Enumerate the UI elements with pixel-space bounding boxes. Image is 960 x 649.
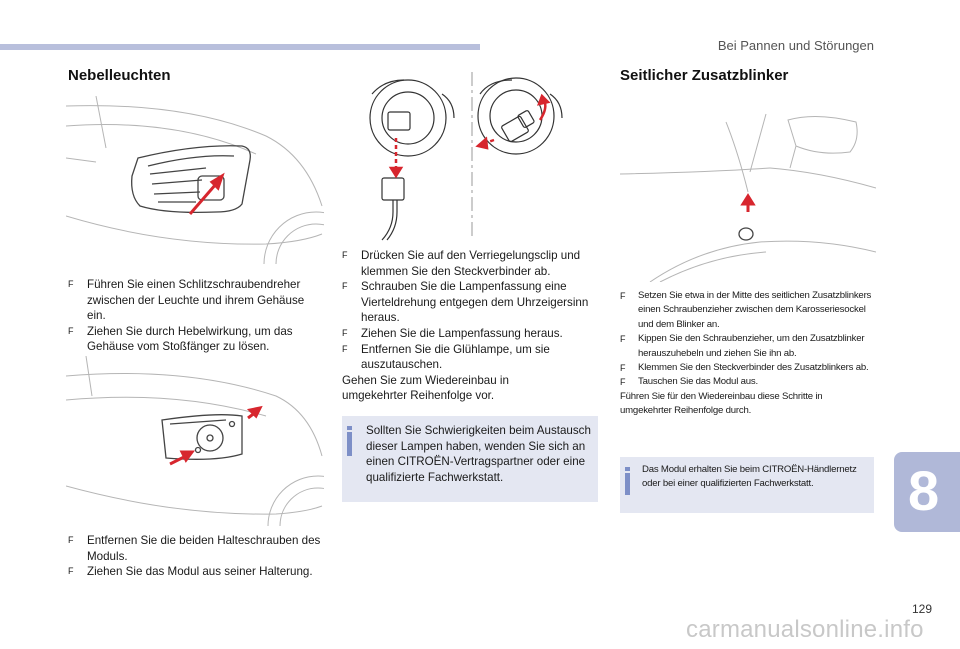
info-box-dealer: Sollten Sie Schwierigkeiten beim Austaus… [342,416,598,502]
step-text: Führen Sie einen Schlitzschraubendreher … [87,278,305,323]
heading-fog-lights: Nebelleuchten [68,67,171,84]
bullet-marker: F [620,291,626,301]
bullet-marker: F [620,363,626,374]
step-text: Kippen Sie den Schraubenzieher, um den Z… [638,333,865,359]
fog-light-module-screws-illustration [66,356,324,526]
reassembly-note: Führen Sie für den Wiedereinbau diese Sc… [620,390,823,417]
bullet-marker: F [68,325,74,336]
bullet-marker: F [342,281,348,292]
bullet-marker: F [68,566,74,577]
bullet-marker: F [342,327,348,338]
header-accent-bar [0,44,480,50]
step-text: Entfernen Sie die Glühlampe, um sie ausz… [361,342,550,372]
list-item: F Ziehen Sie durch Hebelwirkung, um das G… [68,324,320,355]
side-indicator-illustration [620,112,876,282]
list-item: F Führen Sie einen Schlitzschraubendreher… [68,277,320,324]
list-item: F Klemmen Sie den Steckverbinder des Zusa… [620,361,876,375]
heading-side-indicator: Seitlicher Zusatzblinker [620,67,789,84]
info-text: Sollten Sie Schwierigkeiten beim Austaus… [366,424,591,484]
step-text: Tauschen Sie das Modul aus. [638,376,758,388]
step-text: Entfernen Sie die beiden Halteschrauben … [87,534,321,563]
fog-lamp-socket-illustration [344,72,574,242]
step-text: Setzen Sie etwa in der Mitte des seitlic… [638,290,872,330]
list-item: F Schrauben Sie die Lampenfassung eine Vi… [342,279,596,326]
list-item: F Entfernen Sie die beiden Halteschrauben… [68,533,322,564]
steps-module-removal: F Entfernen Sie die beiden Halteschrauben… [68,533,322,580]
info-icon [625,467,630,495]
list-item: F Kippen Sie den Schraubenzieher, um den … [620,332,876,361]
bullet-marker: F [68,279,74,289]
list-item: F Ziehen Sie die Lampenfassung heraus. [342,326,596,342]
step-text: Ziehen Sie die Lampenfassung heraus. [361,326,563,340]
steps-fog-light-removal: F Führen Sie einen Schlitzschraubendreher… [68,277,320,355]
watermark: carmanualsonline.info [686,616,924,643]
bullet-marker: F [620,334,626,345]
list-item: F Drücken Sie auf den Verriegelungsclip u… [342,248,596,279]
step-text: Ziehen Sie durch Hebelwirkung, um das Ge… [87,324,293,354]
list-item: F Tauschen Sie das Modul aus. [620,375,876,389]
bullet-marker: F [342,250,348,260]
step-text: Schrauben Sie die Lampenfassung eine Vie… [361,280,589,325]
info-box-module: Das Modul erhalten Sie beim CITROËN-Händ… [620,457,874,513]
fog-light-housing-illustration [66,96,324,264]
list-item: F Setzen Sie etwa in der Mitte des seitli… [620,289,876,332]
chapter-tab: 8 [894,452,960,532]
list-item: F Entfernen Sie die Glühlampe, um sie aus… [342,342,596,373]
step-text: Klemmen Sie den Steckverbinder des Zusat… [638,362,869,374]
info-text: Das Modul erhalten Sie beim CITROËN-Händ… [642,464,857,490]
section-title: Bei Pannen und Störungen [717,38,874,53]
step-text: Drücken Sie auf den Verriegelungsclip un… [361,249,581,278]
list-item: F Ziehen Sie das Modul aus seiner Halteru… [68,564,322,580]
info-icon [347,426,352,456]
step-text: Ziehen Sie das Modul aus seiner Halterun… [87,565,313,579]
bullet-marker: F [68,535,74,545]
bullet-marker: F [620,377,626,388]
reassembly-note: Gehen Sie zum Wiedereinbau in umgekehrte… [342,373,509,403]
page-number: 129 [912,602,933,616]
steps-bulb-replacement: F Drücken Sie auf den Verriegelungsclip u… [342,248,596,404]
bullet-marker: F [342,343,348,354]
chapter-number: 8 [908,459,940,522]
steps-side-indicator: F Setzen Sie etwa in der Mitte des seitli… [620,289,876,419]
